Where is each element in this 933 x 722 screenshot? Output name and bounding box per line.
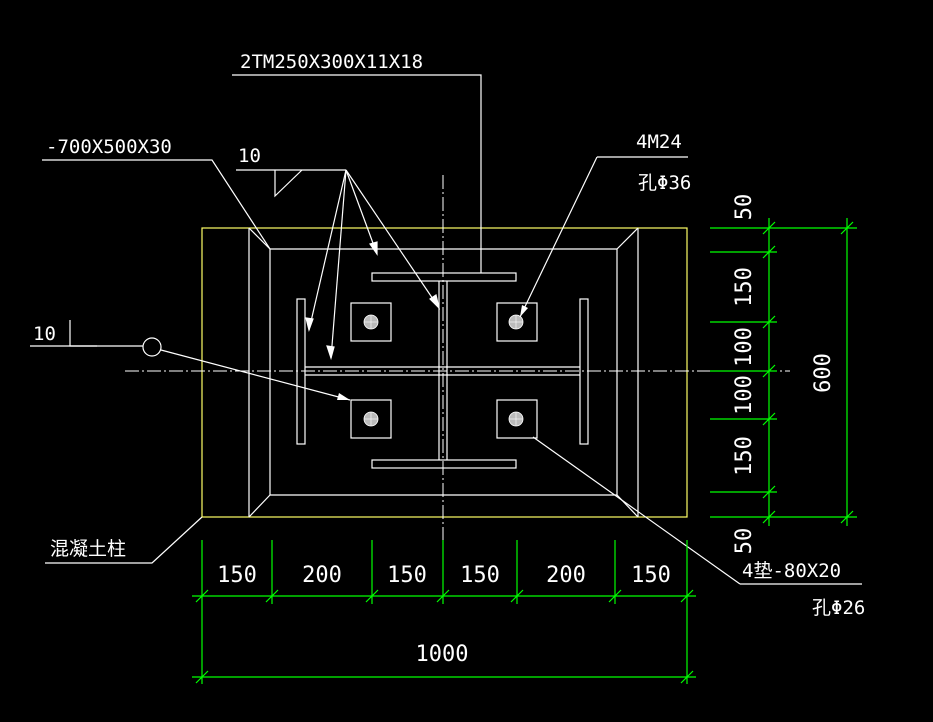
horizontal-dimension-lines	[192, 540, 696, 684]
anchor-bolt-label: 4M24	[636, 131, 682, 153]
horizontal-dimension-label: 200	[302, 563, 342, 588]
weld-leader-left-arrow	[337, 393, 350, 400]
steel-section	[296, 272, 589, 469]
vertical-dimension-label: 50	[732, 194, 757, 221]
anchor-hole-label: 孔Φ36	[638, 172, 691, 194]
horizontal-dimension-label: 150	[387, 563, 427, 588]
washer-hole-label: 孔Φ26	[812, 597, 865, 619]
weld-leader-left	[160, 349, 351, 401]
vertical-dimension-lines	[710, 218, 857, 526]
vertical-dimension-label: 100	[732, 327, 757, 367]
vertical-total-dimension-label: 600	[811, 353, 836, 393]
concrete-column-leader	[45, 516, 203, 564]
anchor-bolt	[496, 302, 538, 342]
concrete-column-label: 混凝土柱	[50, 538, 126, 560]
vertical-dimension-label: 100	[732, 375, 757, 415]
column-section-label: 2TM250X300X11X18	[240, 51, 423, 73]
weld-size-left-label: 10	[33, 323, 56, 345]
weld-all-around-circle	[142, 337, 162, 357]
washer-label: 4垫-80X20	[742, 560, 841, 582]
base-plate-leader	[42, 159, 271, 250]
vertical-dimension-label: 150	[732, 436, 757, 476]
washer-leader	[532, 436, 741, 585]
vertical-dimension-label: 150	[732, 267, 757, 307]
anchor-bolt	[350, 302, 392, 342]
horizontal-dimension-label: 150	[217, 563, 257, 588]
weld-leaders-top	[305, 169, 441, 361]
horizontal-dimension-label: 150	[631, 563, 671, 588]
base-plate-label: -700X500X30	[46, 136, 172, 158]
anchor-bolt-leader	[519, 156, 598, 318]
weld-symbol-top	[274, 169, 303, 198]
horizontal-total-dimension-label: 1000	[416, 642, 469, 667]
anchor-bolt-leader-arrow	[520, 305, 528, 317]
weld-symbol-left	[69, 320, 97, 347]
column-section-leader	[232, 74, 482, 273]
horizontal-dimension-label: 150	[460, 563, 500, 588]
vertical-dimension-label: 50	[732, 528, 757, 555]
concrete-column-outline	[201, 227, 688, 518]
anchor-bolt	[496, 399, 538, 439]
horizontal-dimension-label: 200	[546, 563, 586, 588]
anchor-bolt	[350, 399, 392, 439]
weld-size-top-label: 10	[238, 145, 261, 167]
